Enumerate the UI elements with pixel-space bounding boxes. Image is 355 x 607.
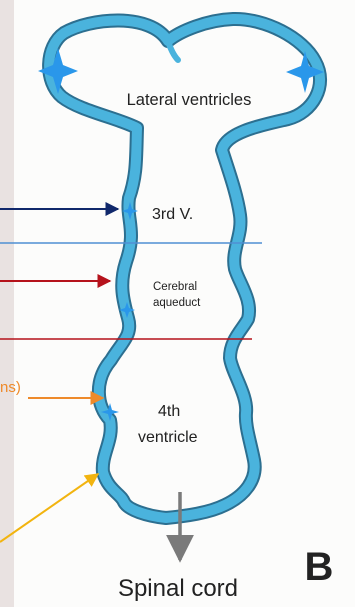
label-lateral-ventricles: Lateral ventricles: [127, 91, 252, 109]
label-aqueduct-line2: aqueduct: [153, 297, 201, 309]
cut-off-label: ns): [0, 379, 21, 396]
label-spinal-cord: Spinal cord: [118, 575, 238, 602]
label-fourth-line1: 4th: [158, 403, 180, 420]
label-aqueduct-line1: Cerebral: [153, 281, 197, 293]
panel-letter-b: B: [305, 545, 334, 589]
label-fourth-line2: ventricle: [138, 429, 198, 446]
arrow-to-lower-fourth: [0, 474, 98, 542]
label-third-ventricle: 3rd V.: [152, 206, 193, 223]
